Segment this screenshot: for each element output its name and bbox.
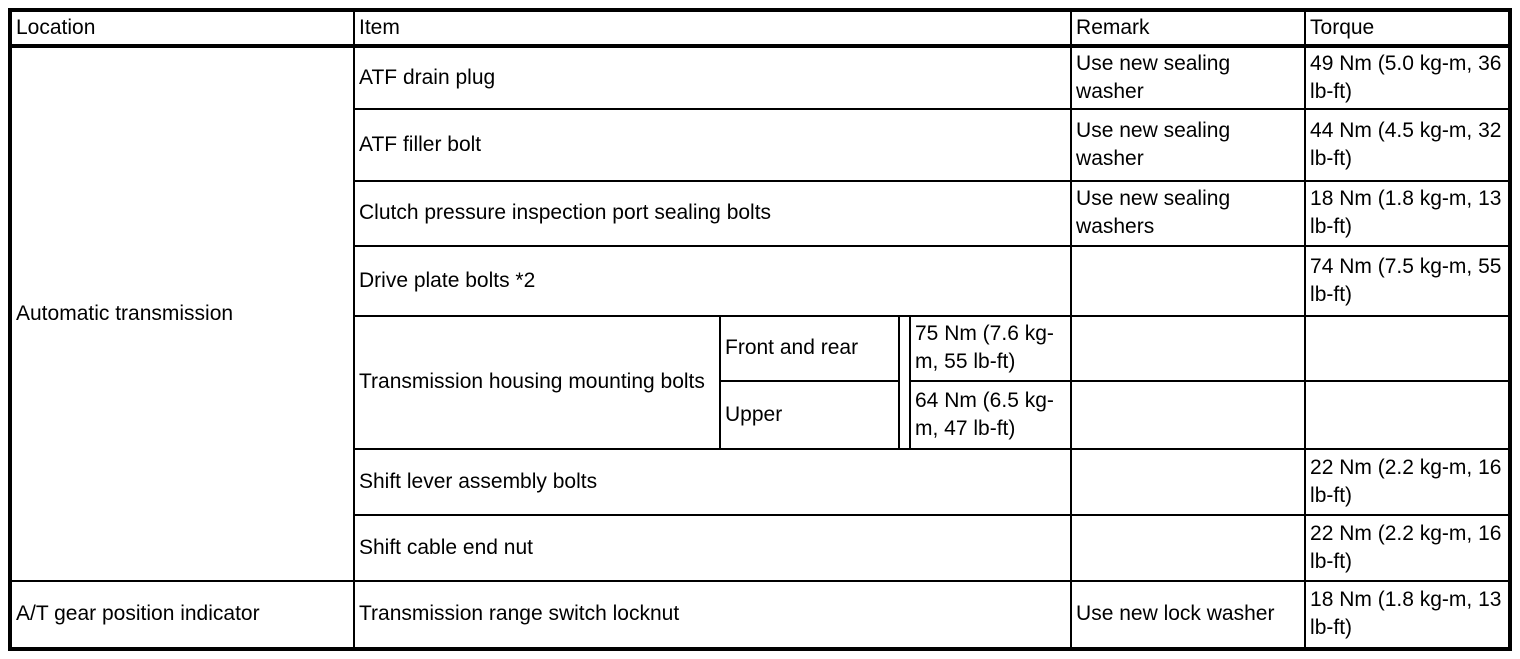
cell-torque: 18 Nm (1.8 kg-m, 13 lb-ft) (1304, 179, 1512, 247)
cell-remark: Use new sealing washer (1070, 44, 1307, 110)
cell-item: ATF filler bolt (352, 107, 1073, 182)
cell-remark: Use new lock washer (1070, 579, 1307, 650)
header-item: Item (352, 9, 1073, 48)
table-row: Shift lever assembly bolts 22 Nm (2.2 kg… (10, 447, 1512, 516)
cell-remark: Use new sealing washers (1070, 179, 1307, 247)
cell-item: Shift lever assembly bolts (352, 447, 1073, 516)
table-row: A/T gear position indicator Transmission… (9, 579, 1512, 650)
cell-item: Drive plate bolts *2 (352, 244, 1073, 317)
cell-remark (1070, 379, 1307, 450)
table-row: Transmission housing mounting bolts Fron… (10, 314, 1512, 450)
cell-sub-item: Front and rear (719, 314, 900, 382)
cell-torque (1304, 314, 1512, 382)
cell-sub-torque: 64 Nm (6.5 kg-m, 47 lb-ft) (908, 379, 1073, 450)
cell-location-automatic-transmission: Automatic transmission (9, 44, 355, 582)
table-row: Clutch pressure inspection port sealing … (10, 179, 1512, 247)
cell-sub-torque: 75 Nm (7.6 kg-m, 55 lb-ft) (908, 314, 1073, 382)
cell-sub-item: Upper (719, 379, 900, 450)
cell-remark (1070, 314, 1307, 382)
cell-item-group: Transmission housing mounting bolts (353, 314, 721, 450)
header-torque: Torque (1304, 9, 1512, 48)
cell-remark (1070, 447, 1307, 516)
double-line-gap (898, 314, 911, 450)
cell-item: Clutch pressure inspection port sealing … (352, 179, 1073, 247)
table-row: Drive plate bolts *2 74 Nm (7.5 kg-m, 55… (10, 244, 1512, 317)
table-header-row: Location Item Remark Torque (9, 9, 1512, 48)
cell-torque: 44 Nm (4.5 kg-m, 32 lb-ft) (1304, 107, 1512, 182)
cell-remark (1070, 244, 1307, 317)
cell-item: ATF drain plug (352, 44, 1073, 110)
cell-item: Transmission range switch locknut (352, 579, 1073, 650)
torque-spec-table: Location Item Remark Torque Automatic tr… (8, 8, 1513, 651)
cell-location-at-gear-position-indicator: A/T gear position indicator (9, 579, 355, 650)
cell-torque (1304, 379, 1512, 450)
cell-torque: 74 Nm (7.5 kg-m, 55 lb-ft) (1304, 244, 1512, 317)
table-row: Automatic transmission ATF drain plug Us… (9, 44, 1512, 582)
cell-remark: Use new sealing washer (1070, 107, 1307, 182)
header-remark: Remark (1070, 9, 1307, 48)
cell-item: Shift cable end nut (352, 513, 1073, 582)
table-row: ATF filler bolt Use new sealing washer 4… (10, 107, 1512, 182)
cell-remark (1070, 513, 1307, 582)
cell-torque: 22 Nm (2.2 kg-m, 16 lb-ft) (1304, 447, 1512, 516)
cell-torque: 22 Nm (2.2 kg-m, 16 lb-ft) (1304, 513, 1512, 582)
header-location: Location (9, 9, 355, 48)
cell-torque: 18 Nm (1.8 kg-m, 13 lb-ft) (1304, 579, 1512, 650)
table-row: Shift cable end nut 22 Nm (2.2 kg-m, 16 … (10, 513, 1512, 582)
table-row: Upper 64 Nm (6.5 kg-m, 47 lb-ft) (10, 379, 1512, 450)
cell-torque: 49 Nm (5.0 kg-m, 36 lb-ft) (1304, 44, 1512, 110)
